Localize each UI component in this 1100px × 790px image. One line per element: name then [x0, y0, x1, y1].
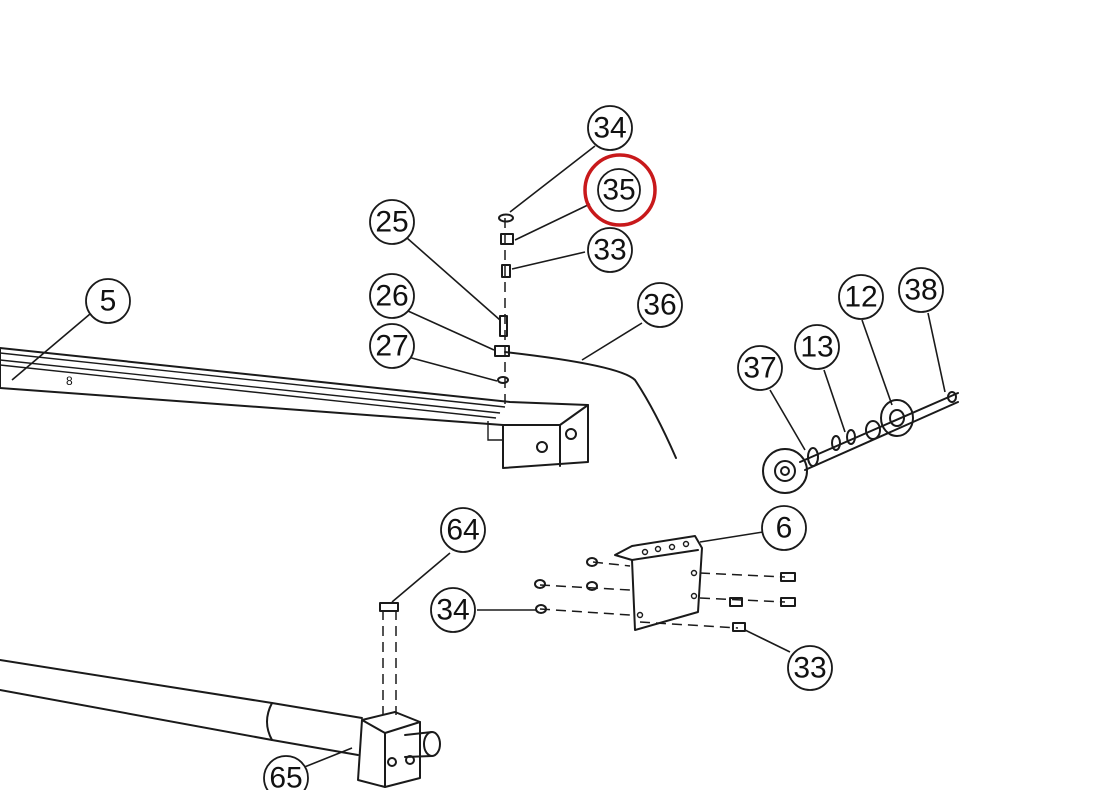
- callout-5: 5: [85, 278, 131, 324]
- callout-37: 37: [737, 345, 783, 391]
- callout-38: 38: [898, 267, 944, 313]
- fastener-stack: [494, 213, 514, 410]
- rail-mark-label: 8: [66, 374, 73, 388]
- callout-35-label: 35: [602, 174, 635, 207]
- cable-part-36: [504, 351, 677, 459]
- lower-tube-assembly: [0, 602, 441, 788]
- callout-64: 64: [440, 507, 486, 553]
- callout-6-label: 6: [776, 512, 793, 545]
- highlight-ring: [583, 153, 657, 227]
- callout-26: 26: [369, 273, 415, 319]
- callout-33-bottom-label: 33: [793, 652, 826, 685]
- callout-6: 6: [761, 505, 807, 551]
- bracket-part-6: [534, 535, 796, 632]
- callout-34-bottom: 34: [430, 587, 476, 633]
- callout-36-label: 36: [643, 289, 676, 322]
- callout-33-top-label: 33: [593, 234, 626, 267]
- callout-12-label: 12: [844, 281, 877, 314]
- callout-34-top-label: 34: [593, 112, 626, 145]
- callout-36: 36: [637, 282, 683, 328]
- callout-64-label: 64: [446, 514, 479, 547]
- callout-13-label: 13: [800, 331, 833, 364]
- callout-27: 27: [369, 323, 415, 369]
- callout-25: 25: [369, 199, 415, 245]
- callout-33-top: 33: [587, 227, 633, 273]
- callout-34-bottom-label: 34: [436, 594, 469, 627]
- rail-part-5: 8: [0, 347, 589, 469]
- callout-33-bottom: 33: [787, 645, 833, 691]
- leader-lines: [11, 145, 946, 769]
- callout-27-label: 27: [375, 330, 408, 363]
- callout-37-label: 37: [743, 352, 776, 385]
- callout-26-label: 26: [375, 280, 408, 313]
- callout-34-top: 34: [587, 105, 633, 151]
- callout-65-label: 65: [269, 762, 302, 790]
- callout-5-label: 5: [100, 285, 117, 318]
- wheel-assembly: [762, 391, 959, 494]
- callout-13: 13: [794, 324, 840, 370]
- callout-65: 65: [263, 755, 309, 790]
- callout-35: 35: [583, 153, 657, 227]
- callout-38-label: 38: [904, 274, 937, 307]
- callout-25-label: 25: [375, 206, 408, 239]
- callout-12: 12: [838, 274, 884, 320]
